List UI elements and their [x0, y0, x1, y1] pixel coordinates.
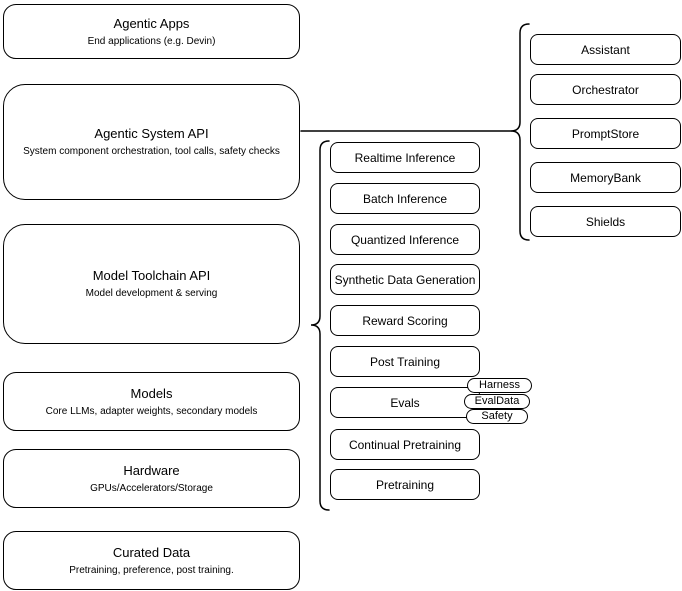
- node-evals: Evals: [330, 387, 480, 418]
- node-model-toolchain-api: Model Toolchain API Model development & …: [3, 224, 300, 344]
- node-subtitle: System component orchestration, tool cal…: [23, 146, 280, 157]
- node-continual-pretraining: Continual Pretraining: [330, 429, 480, 460]
- node-title: Curated Data: [112, 544, 191, 560]
- node-memorybank: MemoryBank: [530, 162, 681, 193]
- node-subtitle: End applications (e.g. Devin): [87, 35, 216, 47]
- system-components-brace: [510, 23, 530, 241]
- node-pretraining: Pretraining: [330, 469, 480, 500]
- node-agentic-system-api: Agentic System API System component orch…: [3, 84, 300, 200]
- node-synthetic-data-generation: Synthetic Data Generation: [330, 264, 480, 295]
- node-title: Hardware: [123, 462, 180, 478]
- node-shields: Shields: [530, 206, 681, 237]
- node-subtitle: GPUs/Accelerators/Storage: [90, 482, 213, 494]
- node-title: Agentic Apps: [113, 15, 190, 31]
- node-title: Model Toolchain API: [92, 268, 211, 283]
- node-hardware: Hardware GPUs/Accelerators/Storage: [3, 449, 300, 508]
- node-batch-inference: Batch Inference: [330, 183, 480, 214]
- node-subtitle: Pretraining, preference, post training.: [69, 564, 234, 576]
- node-assistant: Assistant: [530, 34, 681, 65]
- node-subtitle: Core LLMs, adapter weights, secondary mo…: [45, 405, 258, 417]
- node-subtitle: Model development & serving: [85, 288, 218, 299]
- node-agentic-apps: Agentic Apps End applications (e.g. Devi…: [3, 4, 300, 59]
- node-reward-scoring: Reward Scoring: [330, 305, 480, 336]
- node-title: Agentic System API: [94, 126, 209, 141]
- toolchain-brace: [310, 140, 330, 511]
- evals-harness-pill: Harness: [467, 378, 532, 393]
- node-quantized-inference: Quantized Inference: [330, 224, 480, 255]
- node-title: Models: [130, 385, 173, 401]
- node-promptstore: PromptStore: [530, 118, 681, 149]
- node-realtime-inference: Realtime Inference: [330, 142, 480, 173]
- node-orchestrator: Orchestrator: [530, 74, 681, 105]
- node-post-training: Post Training: [330, 346, 480, 377]
- node-curated-data: Curated Data Pretraining, preference, po…: [3, 531, 300, 590]
- node-models: Models Core LLMs, adapter weights, secon…: [3, 372, 300, 431]
- evals-evaldata-pill: EvalData: [464, 394, 530, 409]
- evals-safety-pill: Safety: [466, 409, 528, 424]
